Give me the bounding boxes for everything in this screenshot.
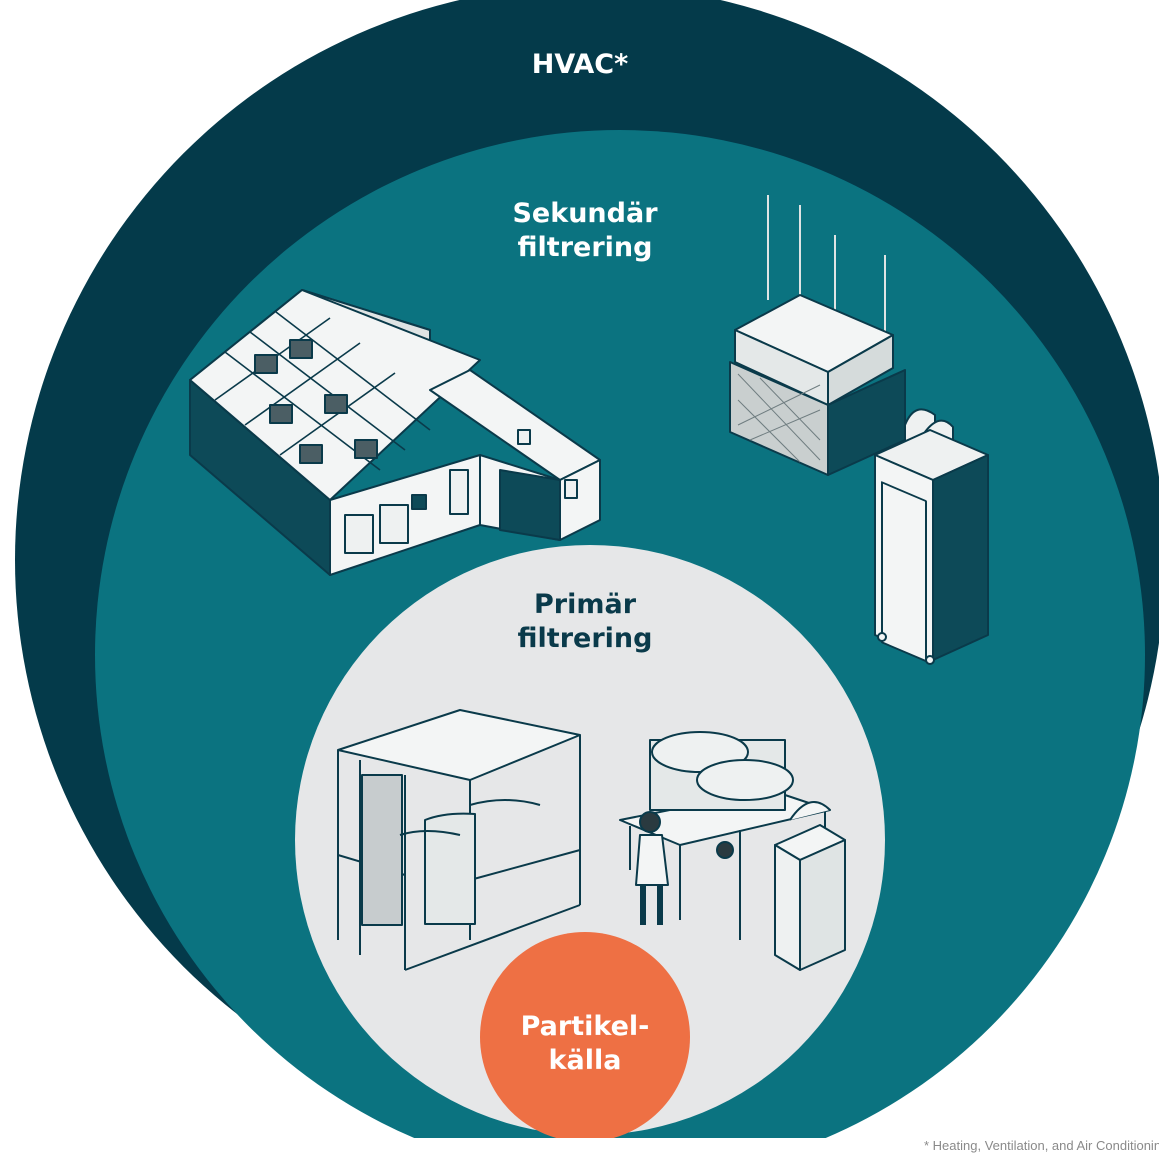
primary-label-line1: Primär: [533, 589, 637, 620]
particle-source-circle: [480, 932, 690, 1138]
source-label-line1: Partikel-: [520, 1011, 650, 1042]
primary-label-line2: filtrering: [517, 623, 653, 654]
source-label-line2: källa: [548, 1045, 622, 1076]
air-cleaner-cabinet-icon: [874, 408, 989, 665]
technician-at-bench-icon: [619, 731, 846, 971]
hvac-label: HVAC*: [531, 49, 629, 80]
cleanroom-icon: [189, 289, 601, 576]
primary-filtration-label: Primär filtrering: [470, 588, 700, 656]
secondary-label-line2: filtrering: [517, 232, 653, 263]
secondary-label-line1: Sekundär: [512, 198, 658, 229]
primary-filtration-circle: [295, 545, 885, 1135]
secondary-filtration-label: Sekundär filtrering: [470, 197, 700, 265]
ceiling-filter-unit-icon: [729, 195, 906, 476]
workstation-booth-icon: [337, 709, 581, 971]
footnote: * Heating, Ventilation, and Air Conditio…: [924, 1138, 1159, 1153]
particle-source-label: Partikel- källa: [480, 1010, 690, 1078]
